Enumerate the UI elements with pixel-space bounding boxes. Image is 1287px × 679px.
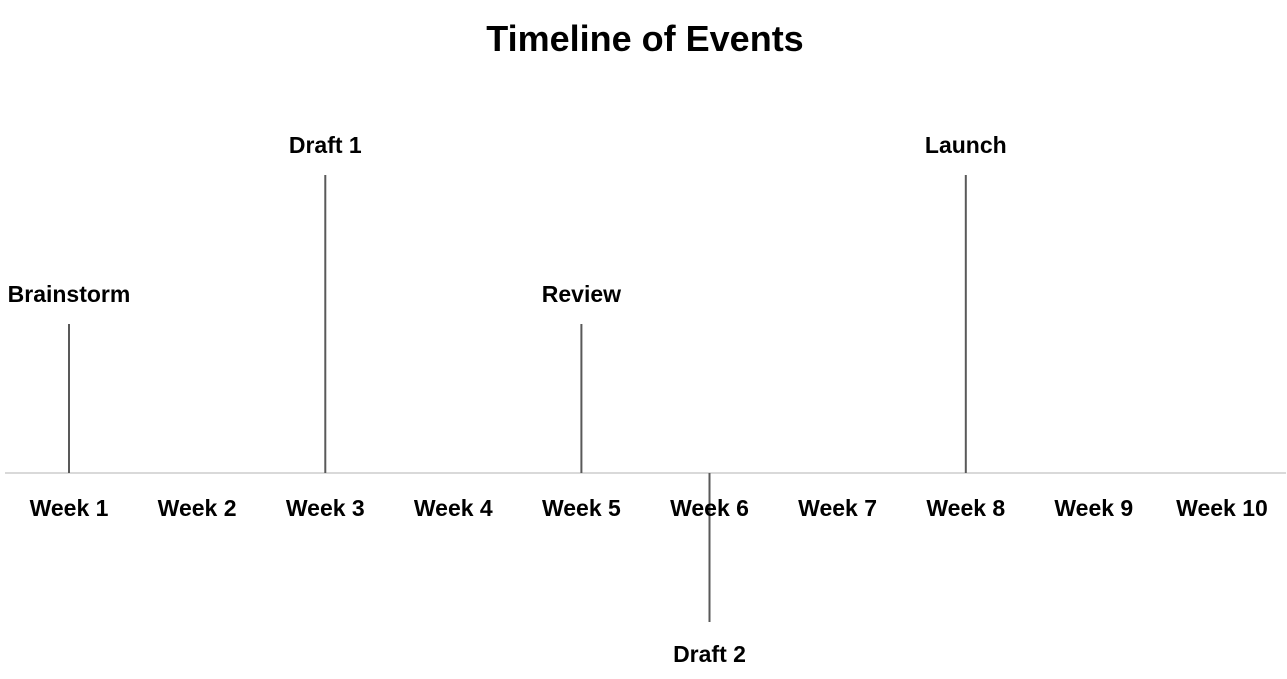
event-label-draft-2: Draft 2: [673, 641, 746, 667]
tick-label-week-5: Week 5: [542, 495, 621, 521]
event-label-launch: Launch: [925, 132, 1007, 158]
tick-label-week-10: Week 10: [1176, 495, 1268, 521]
tick-label-week-8: Week 8: [926, 495, 1005, 521]
event-label-brainstorm: Brainstorm: [8, 281, 131, 307]
tick-label-week-4: Week 4: [414, 495, 493, 521]
tick-label-week-7: Week 7: [798, 495, 877, 521]
tick-label-week-2: Week 2: [158, 495, 237, 521]
event-label-review: Review: [542, 281, 621, 307]
event-stems: [68, 175, 967, 622]
event-label-draft-1: Draft 1: [289, 132, 362, 158]
chart-title: Timeline of Events: [486, 18, 803, 59]
x-axis-tick-labels: Week 1 Week 2 Week 3 Week 4 Week 5 Week 6 Week…: [30, 495, 1268, 521]
tick-label-week-9: Week 9: [1054, 495, 1133, 521]
tick-label-week-3: Week 3: [286, 495, 365, 521]
tick-label-week-6: Week 6: [670, 495, 749, 521]
tick-label-week-1: Week 1: [30, 495, 109, 521]
